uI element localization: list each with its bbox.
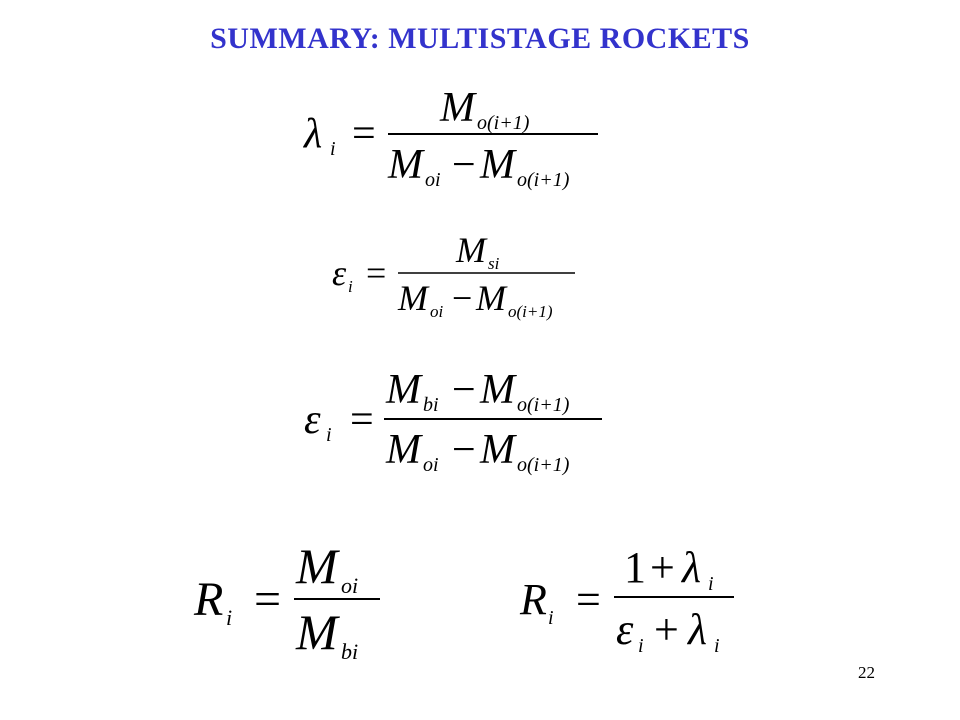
- denominator-mass-next-subscript: o(i+1): [517, 454, 570, 476]
- numerator-mass-structure-subscript: si: [488, 254, 500, 273]
- minus-sign: −: [452, 278, 472, 318]
- denominator-mass-next-subscript: o(i+1): [508, 302, 553, 321]
- numerator-mass-structure: M: [455, 230, 488, 270]
- denominator-mass-initial: M: [387, 142, 425, 188]
- denominator-mass-initial-subscript: oi: [425, 169, 441, 191]
- denominator-mass-next: M: [475, 278, 508, 318]
- numerator-mass-subscript: o(i+1): [477, 112, 530, 134]
- mass-ratio-subscript: i: [548, 607, 554, 629]
- denominator-mass-initial-subscript: oi: [430, 302, 444, 321]
- denominator-lambda-subscript: i: [714, 635, 720, 657]
- formula-mass-ratio-coefficients-svg: R i = 1 + λ i ε i + λ i: [519, 543, 734, 657]
- formula-mass-ratio-svg: R i = M oi M bi: [193, 538, 380, 664]
- numerator-mass-burnout: M: [385, 367, 423, 413]
- denominator-mass-next: M: [479, 427, 517, 473]
- denominator-lambda: λ: [686, 605, 707, 654]
- numerator-lambda-subscript: i: [708, 573, 714, 595]
- equals-sign: =: [254, 573, 281, 626]
- denominator-plus-sign: +: [654, 605, 679, 654]
- numerator-lambda: λ: [680, 543, 701, 592]
- formula-structural-coefficient-burnout: ε i = M bi − M o(i+1) M oi − M o(i+1): [300, 365, 620, 480]
- denominator-mass-initial: M: [385, 427, 423, 473]
- denominator-mass-initial: M: [397, 278, 430, 318]
- formula-structural-coefficient-svg: ε i = M si M oi − M o(i+1): [332, 230, 575, 321]
- formula-structural-coefficient: ε i = M si M oi − M o(i+1): [328, 230, 588, 325]
- page-number: 22: [858, 663, 875, 682]
- mass-ratio-symbol: R: [519, 575, 547, 624]
- equals-sign: =: [366, 253, 386, 293]
- epsilon-subscript: i: [326, 424, 332, 446]
- epsilon-symbol: ε: [332, 253, 347, 293]
- numerator-mass: M: [439, 85, 477, 131]
- formula-mass-ratio: R i = M oi M bi: [192, 535, 392, 665]
- formula-structural-coefficient-burnout-svg: ε i = M bi − M o(i+1) M oi − M o(i+1): [304, 367, 602, 476]
- denominator-mass-burnout-subscript: bi: [341, 639, 358, 664]
- equals-sign: =: [352, 111, 376, 157]
- numerator-mass-initial: M: [295, 538, 340, 594]
- formula-payload-ratio-svg: λ i = M o(i+1) M oi − M o(i+1): [302, 85, 598, 191]
- lambda-subscript: i: [330, 138, 336, 160]
- lambda-symbol: λ: [302, 111, 322, 157]
- formula-mass-ratio-coefficients: R i = 1 + λ i ε i + λ i: [518, 540, 748, 665]
- denominator-minus-sign: −: [452, 427, 476, 473]
- denominator-mass-burnout: M: [295, 604, 340, 660]
- numerator-mass-next-subscript: o(i+1): [517, 394, 570, 416]
- mass-ratio-symbol: R: [193, 573, 223, 626]
- epsilon-symbol: ε: [304, 397, 321, 443]
- denominator-mass-next: M: [479, 142, 517, 188]
- mass-ratio-subscript: i: [226, 605, 232, 630]
- denominator-mass-initial-subscript: oi: [423, 454, 439, 476]
- epsilon-subscript: i: [348, 277, 353, 296]
- denominator-epsilon: ε: [616, 605, 634, 654]
- slide-title: SUMMARY: MULTISTAGE ROCKETS: [210, 22, 750, 55]
- numerator-one: 1: [624, 543, 646, 592]
- denominator-mass-next-subscript: o(i+1): [517, 169, 570, 191]
- denominator-epsilon-subscript: i: [638, 635, 644, 657]
- numerator-mass-burnout-subscript: bi: [423, 394, 439, 416]
- numerator-plus-sign: +: [650, 543, 675, 592]
- minus-sign: −: [452, 142, 476, 188]
- formula-payload-ratio: λ i = M o(i+1) M oi − M o(i+1): [300, 85, 610, 195]
- equals-sign: =: [576, 575, 601, 624]
- numerator-minus-sign: −: [452, 367, 476, 413]
- equals-sign: =: [350, 397, 374, 443]
- numerator-mass-initial-subscript: oi: [341, 573, 358, 598]
- numerator-mass-next: M: [479, 367, 517, 413]
